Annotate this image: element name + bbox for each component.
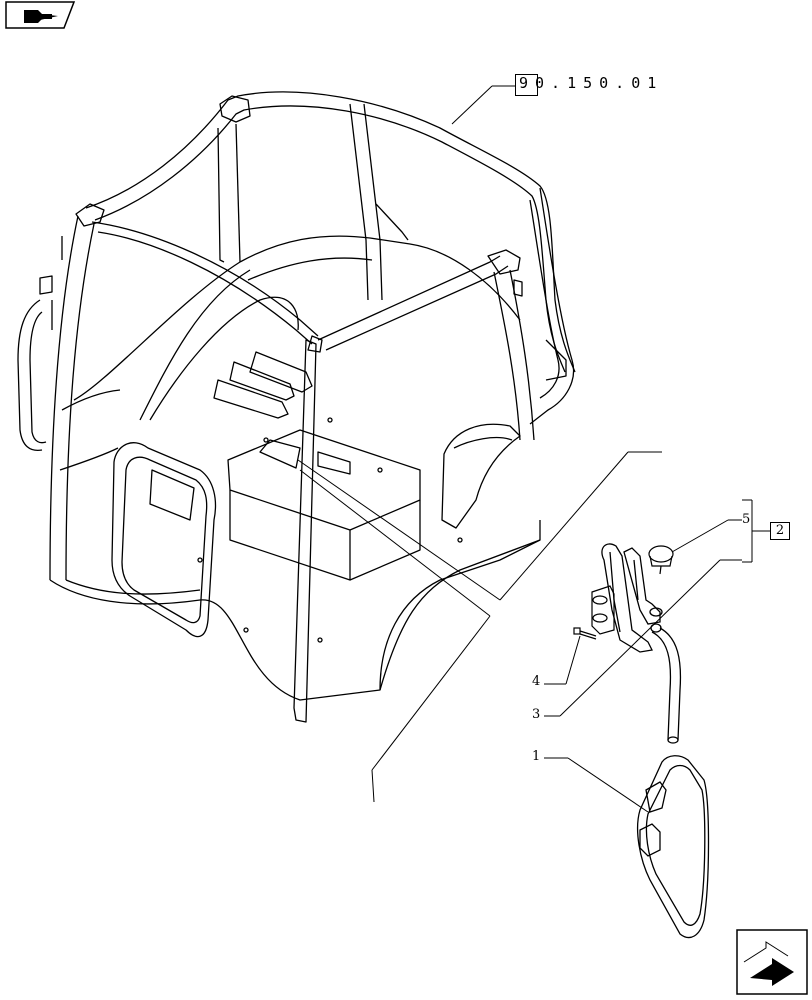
callout-4: 4 bbox=[532, 674, 541, 689]
reference-leader bbox=[451, 85, 515, 125]
clamp-bracket bbox=[591, 585, 615, 635]
callout-1: 1 bbox=[532, 749, 541, 764]
mirror-head bbox=[637, 755, 710, 939]
mirror-rod bbox=[650, 623, 682, 744]
cab-frame bbox=[17, 91, 576, 723]
reference-code-box bbox=[515, 74, 538, 96]
group-bracket bbox=[742, 499, 770, 563]
group-label[interactable]: 2 bbox=[770, 522, 790, 540]
callout-leaders bbox=[544, 519, 742, 813]
callout-3: 3 bbox=[532, 707, 541, 722]
knob bbox=[648, 545, 674, 575]
assembly-leaders bbox=[297, 451, 662, 803]
callout-5: 5 bbox=[742, 512, 751, 527]
next-page-arrow-icon[interactable] bbox=[736, 929, 808, 995]
bolt bbox=[573, 627, 597, 640]
hand-pointing-icon[interactable] bbox=[5, 1, 76, 29]
reference-code[interactable]: 90.150.01 bbox=[519, 74, 664, 92]
